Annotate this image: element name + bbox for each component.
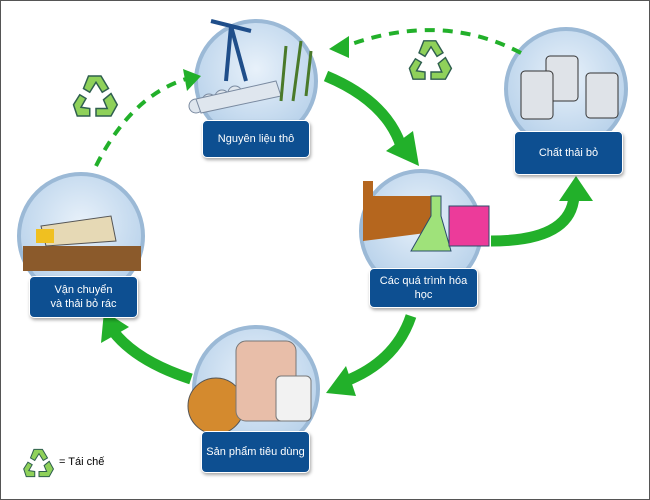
dashed-arrow-transport-to-raw	[94, 77, 187, 167]
label-transport: Vận chuyển và thải bỏ rác	[29, 276, 138, 318]
node-circle-products	[187, 325, 320, 453]
arrow-chemical-to-waste	[490, 195, 580, 247]
dashed-arrow-waste-to-raw	[345, 28, 522, 55]
arrow-products-to-transport	[108, 327, 193, 385]
label-raw-materials: Nguyên liệu thô	[202, 120, 310, 158]
arrow-raw-to-chemical	[323, 70, 407, 148]
arrowhead	[386, 131, 419, 166]
node-circle-raw-materials	[188, 19, 318, 143]
oil-pump-icon	[188, 19, 313, 114]
recycle-icon	[23, 448, 54, 478]
ground	[23, 246, 141, 271]
legend-label: = Tái chế	[59, 456, 105, 468]
label-transport-line1: Vận chuyển	[54, 284, 113, 296]
barrels-icon	[520, 55, 619, 120]
label-waste: Chất thải bỏ	[514, 131, 623, 175]
arrowhead	[101, 311, 129, 343]
recycle-icon	[72, 75, 118, 117]
arrowhead	[559, 176, 593, 201]
label-transport-line2: và thải bỏ rác	[50, 298, 117, 310]
recycle-icon	[408, 40, 453, 80]
label-consumer-products: Sản phẩm tiêu dùng	[201, 431, 310, 473]
arrowhead	[326, 366, 356, 396]
factory-flask-icon	[363, 181, 490, 252]
node-circle-waste	[504, 27, 628, 151]
dump-truck-icon	[36, 215, 117, 247]
bottles-icon	[187, 340, 312, 435]
arrow-chemical-to-products	[343, 314, 417, 387]
label-chemical-processes: Các quá trình hóa học	[369, 268, 478, 308]
